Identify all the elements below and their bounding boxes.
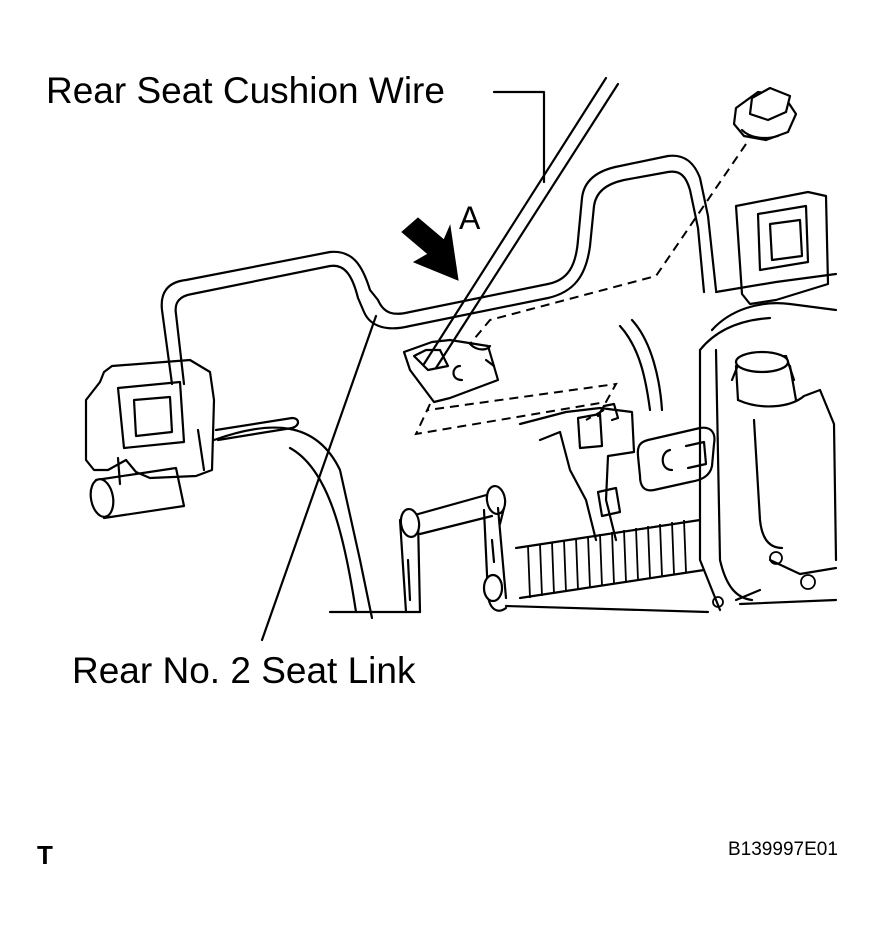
label-rear-no2-seat-link: Rear No. 2 Seat Link	[72, 650, 416, 691]
coil-spring	[514, 518, 706, 600]
seat-link-lower	[398, 484, 508, 614]
seat-frame	[212, 416, 374, 620]
wire-hook-clip	[596, 402, 716, 492]
left-bracket	[84, 358, 216, 486]
label-rear-seat-cushion-wire: Rear Seat Cushion Wire	[46, 70, 445, 111]
figure-code: B139997E01	[728, 839, 838, 860]
center-plate	[518, 318, 664, 542]
corner-mark: T	[37, 840, 53, 870]
left-roller-pin	[89, 466, 186, 520]
right-bracket	[698, 190, 838, 612]
cushion-wire-strand	[422, 76, 620, 370]
assembly-dashed-lines	[414, 143, 747, 436]
wire-clip-bracket	[402, 338, 500, 404]
bottom-frame-edge	[328, 598, 838, 614]
rear-seat-cushion-wire-rod	[160, 154, 718, 386]
down-left-arrow-icon	[401, 217, 459, 281]
leader-lines	[260, 90, 546, 642]
hex-nut-icon	[732, 86, 798, 142]
label-view-a: A	[459, 200, 481, 236]
